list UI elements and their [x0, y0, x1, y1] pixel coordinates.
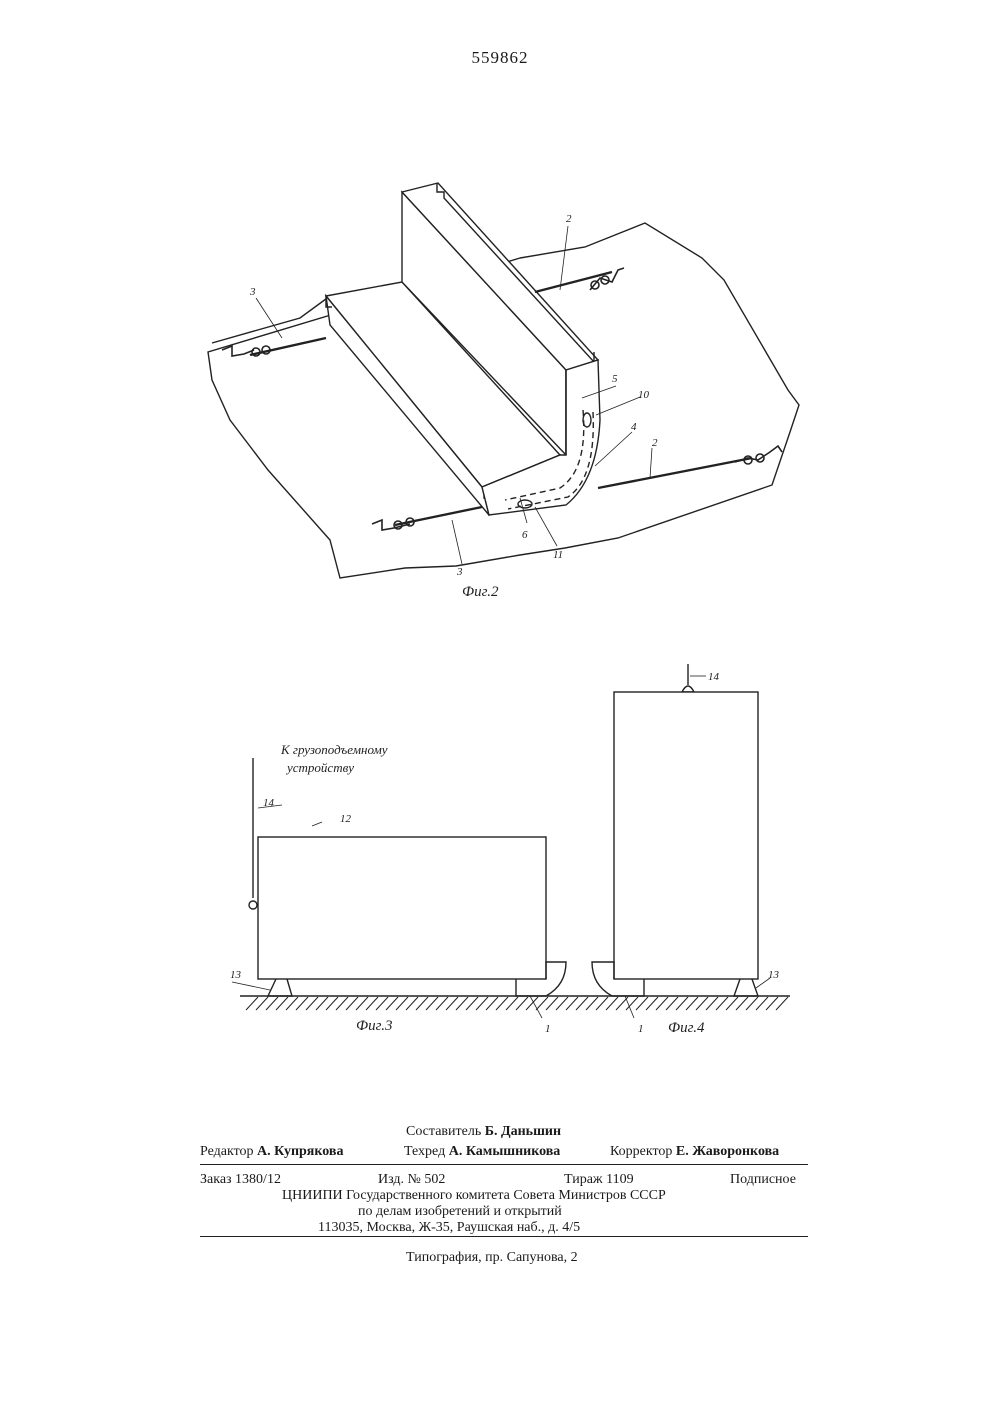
hook-icon: [589, 267, 625, 291]
compiler-name: Б. Даньшин: [484, 1124, 562, 1139]
fig3-ref-14: 14: [263, 797, 275, 809]
hook-icon: [221, 344, 271, 357]
compiler-label: Составитель: [406, 1124, 482, 1139]
fig3-ref-12: 12: [340, 813, 352, 825]
fig3-note-line2: устройству: [285, 760, 354, 775]
fig3-support: [266, 978, 293, 997]
ground-line: [240, 995, 790, 1011]
drawing-sheet: 2 3 5 10 4 2 6 11 3 Фиг.2 К грузоподъемн…: [207, 182, 800, 1036]
order-number: Заказ 1380/12: [200, 1172, 281, 1187]
techeditor-label: Техред: [404, 1144, 446, 1159]
patent-number: 559862: [471, 48, 529, 67]
wall-groove: [436, 183, 595, 364]
block-curved-end: [481, 359, 601, 516]
corrector-label: Корректор: [610, 1144, 673, 1159]
organization-line1: ЦНИИПИ Государственного комитета Совета …: [282, 1188, 666, 1203]
editor-line: Редактор А. Купрякова: [200, 1144, 343, 1160]
organization-line2: по делам изобретений и открытий: [358, 1204, 562, 1219]
techeditor-line: Техред А. Камышникова: [404, 1144, 560, 1160]
techeditor-name: А. Камышникова: [448, 1144, 561, 1159]
fig4-block: [613, 691, 759, 980]
colophon-rule-top: [200, 1164, 808, 1165]
fig3-caption: Фиг.3: [356, 1018, 392, 1034]
fig4-caption: Фиг.4: [668, 1020, 705, 1036]
fig2-ref-3b: 3: [456, 566, 463, 578]
colophon: Составитель Б. Даньшин Редактор А. Купря…: [200, 1124, 808, 1274]
editor-name: А. Купрякова: [257, 1144, 344, 1159]
fig2-ref-5: 5: [612, 373, 618, 385]
hook-icon: [734, 444, 783, 465]
fig3-ref-13: 13: [230, 969, 242, 981]
hook-icon: [371, 517, 415, 531]
fig4-ref-1: 1: [638, 1023, 644, 1035]
fig2-ref-2b: 2: [652, 437, 658, 449]
fig3-note-line1: К грузоподъемному: [280, 742, 388, 757]
compiler-line: Составитель Б. Даньшин: [406, 1124, 561, 1140]
cable-3-lower: [394, 505, 483, 527]
colophon-rule-bottom: [200, 1236, 808, 1237]
cable-2-lower: [597, 456, 753, 490]
fig2-ref-10: 10: [638, 389, 650, 401]
fig3-ref-1: 1: [545, 1023, 551, 1035]
figure-2: [207, 182, 800, 579]
fig2-caption: Фиг.2: [462, 584, 499, 600]
figure-4: [591, 664, 771, 1019]
fig4-ref-13: 13: [768, 969, 780, 981]
fig3-block: [257, 836, 547, 980]
cable-2-upper: [534, 270, 613, 294]
corrector-name: Е. Жаворонкова: [675, 1144, 780, 1159]
printer: Типография, пр. Сапунова, 2: [406, 1250, 578, 1265]
fig4-ref-14: 14: [708, 671, 720, 683]
figure-3: [231, 758, 567, 1019]
fig2-ref-11: 11: [553, 549, 563, 561]
editor-label: Редактор: [200, 1144, 254, 1159]
fig2-ref-2a: 2: [566, 213, 572, 225]
organization-address: 113035, Москва, Ж-35, Раушская наб., д. …: [318, 1220, 581, 1235]
corrector-line: Корректор Е. Жаворонкова: [610, 1144, 779, 1160]
fig4-support: [733, 978, 759, 997]
fig2-ref-6: 6: [522, 529, 528, 541]
fig2-ref-4: 4: [631, 421, 637, 433]
circulation: Тираж 1109: [564, 1172, 634, 1187]
fig2-ref-3a: 3: [249, 286, 256, 298]
subscription: Подписное: [730, 1172, 796, 1187]
issue-number: Изд. № 502: [378, 1172, 446, 1187]
